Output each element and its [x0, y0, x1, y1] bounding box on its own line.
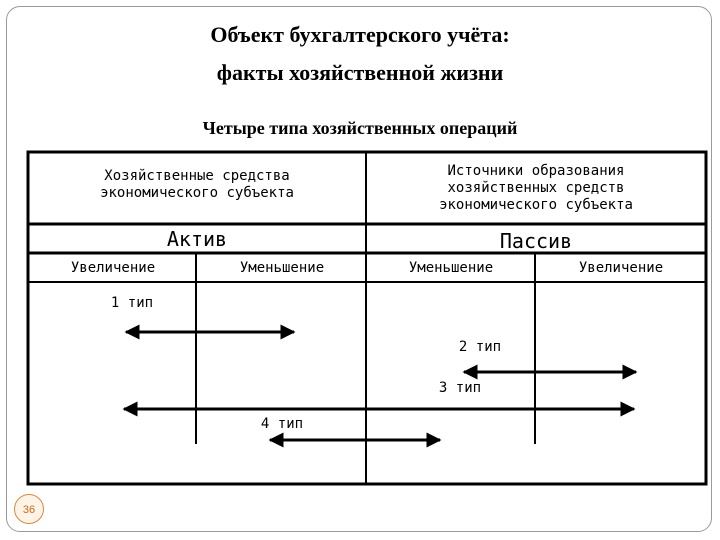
liabilities-header: Источники образования хозяйственных сред… — [368, 163, 704, 214]
column-liabilities-increase: Увеличение — [578, 260, 664, 276]
operation-label-type3: 3 тип — [438, 380, 482, 396]
slide-title-line1: Объект бухгалтерского учёта: — [210, 22, 510, 47]
liabilities-header-line: хозяйственных средств — [447, 180, 625, 196]
slide-title-line2: факты хозяйственной жизни — [216, 60, 504, 85]
assets-section-label: Актив — [166, 227, 228, 251]
column-assets-decrease: Уменьшение — [239, 260, 325, 276]
page-number-badge: 36 — [14, 494, 44, 524]
operation-label-type2: 2 тип — [458, 339, 502, 355]
assets-header-line: экономического субъекта — [100, 185, 294, 201]
liabilities-header-line: Источники образования — [447, 163, 625, 179]
liabilities-section-label: Пассив — [499, 229, 573, 253]
operation-label-type1: 1 тип — [110, 295, 154, 311]
liabilities-header-line: экономического субъекта — [439, 197, 633, 213]
assets-header: Хозяйственные средства экономического су… — [30, 168, 364, 202]
column-liabilities-decrease: Уменьшение — [408, 260, 494, 276]
slide-subtitle: Четыре типа хозяйственных операций — [202, 118, 518, 138]
assets-header-line: Хозяйственные средства — [104, 168, 290, 184]
operation-label-type4: 4 тип — [260, 416, 304, 432]
column-assets-increase: Увеличение — [70, 260, 156, 276]
